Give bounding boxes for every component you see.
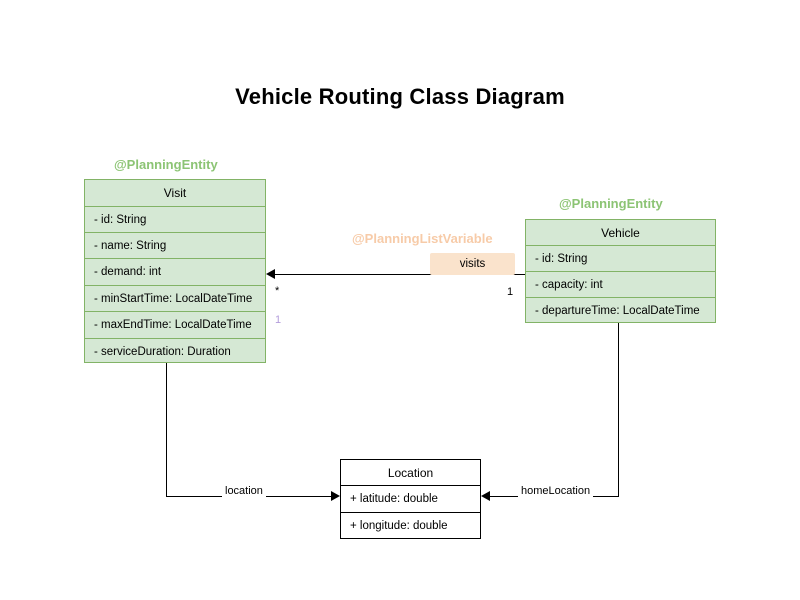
class-name-location: Location — [341, 460, 480, 486]
attribute-vehicle-capacity: - capacity: int — [526, 272, 715, 298]
edge-location-line-vertical — [166, 363, 167, 496]
attribute-location-latitude: + latitude: double — [341, 486, 480, 513]
attribute-visit-id: - id: String — [85, 207, 265, 233]
class-name-vehicle: Vehicle — [526, 220, 715, 246]
class-box-vehicle[interactable]: Vehicle - id: String - capacity: int - d… — [525, 219, 716, 323]
annotation-planning-list-variable: @PlanningListVariable — [352, 231, 493, 246]
attribute-visit-service-duration: - serviceDuration: Duration — [94, 345, 231, 358]
edge-visits-label: visits — [430, 253, 515, 275]
multiplicity-visit-location-one: 1 — [275, 314, 282, 326]
attribute-visit-name: - name: String — [85, 233, 265, 259]
edge-visits-arrowhead — [266, 269, 275, 279]
edge-home-location-label: homeLocation — [518, 485, 594, 497]
class-box-visit[interactable]: Visit - id: String - name: String - dema… — [84, 179, 266, 363]
edge-location-arrowhead — [331, 491, 340, 501]
page-title: Vehicle Routing Class Diagram — [235, 84, 565, 109]
multiplicity-vehicle-one: 1 — [507, 286, 514, 298]
edge-visits-line — [272, 274, 525, 275]
attribute-visit-demand: - demand: int — [85, 259, 265, 286]
edge-location-label: location — [222, 485, 266, 497]
class-name-visit: Visit — [85, 180, 265, 207]
edge-home-location-line-vertical — [618, 323, 619, 496]
annotation-planning-entity-vehicle: @PlanningEntity — [559, 196, 663, 211]
attribute-visit-max-end-time: - maxEndTime: LocalDateTime — [85, 312, 265, 339]
class-box-location[interactable]: Location + latitude: double + longitude:… — [340, 459, 481, 539]
multiplicity-visit-many: * — [275, 285, 280, 297]
attribute-vehicle-departure-time: - departureTime: LocalDateTime — [535, 305, 700, 317]
attribute-visit-min-start-time: - minStartTime: LocalDateTime — [85, 286, 265, 312]
attribute-vehicle-id: - id: String — [526, 246, 715, 272]
attribute-location-longitude: + longitude: double — [341, 513, 480, 539]
edge-home-location-arrowhead — [481, 491, 490, 501]
annotation-planning-entity-visit: @PlanningEntity — [114, 157, 218, 172]
